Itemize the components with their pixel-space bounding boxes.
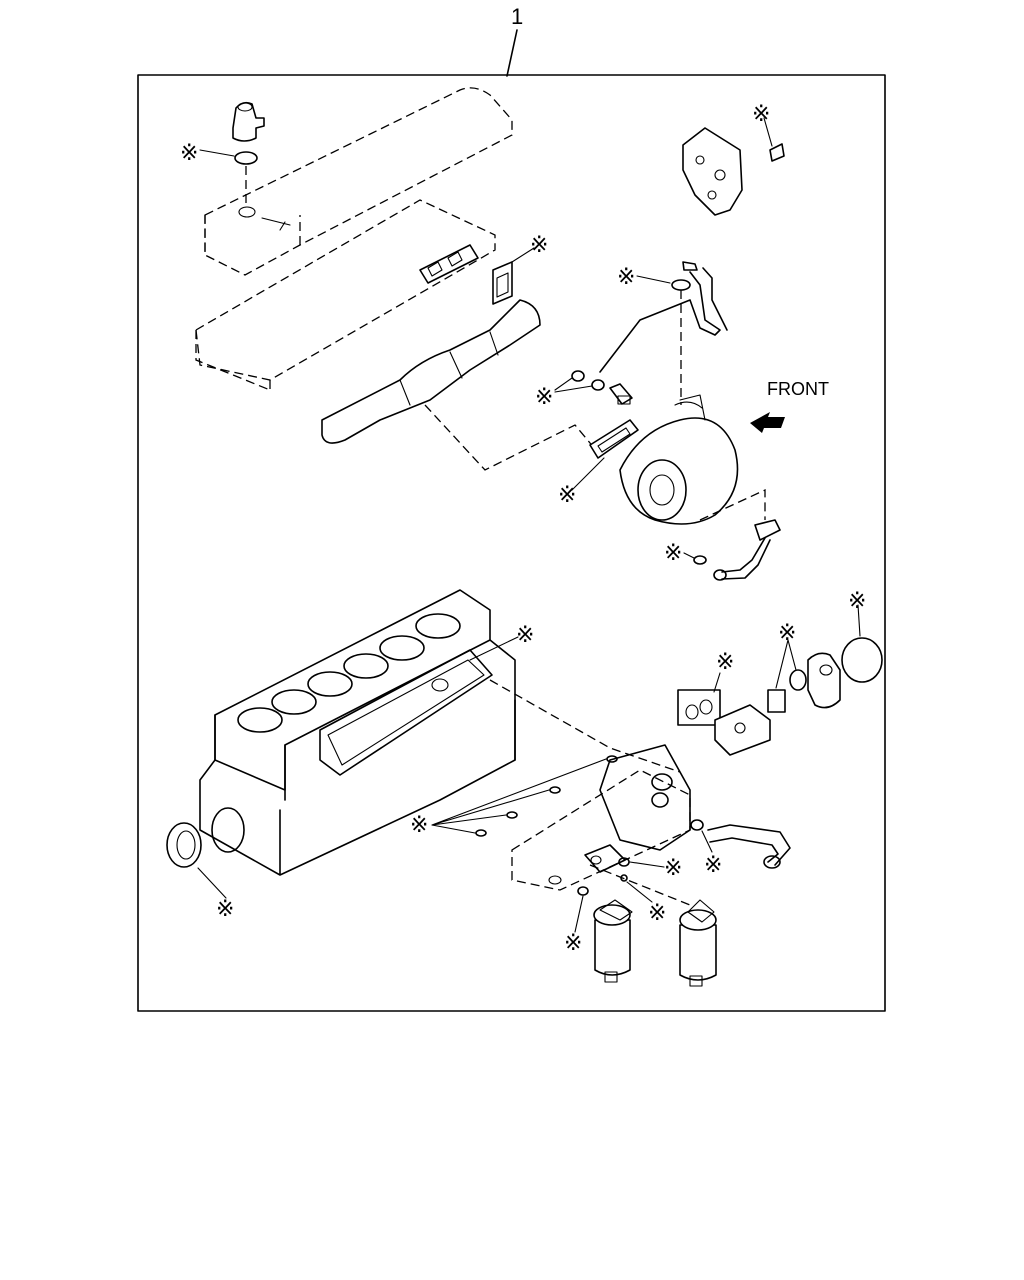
exhaust-port-gasket xyxy=(492,261,513,305)
exhaust-manifold xyxy=(321,299,541,444)
item-number: 1 xyxy=(511,4,523,29)
filter-dash-line xyxy=(589,864,691,906)
manifold-to-turbo-dash xyxy=(424,404,601,471)
gasket-to-cooler-dash xyxy=(489,679,681,773)
callout-filter-o-ring-2: ※ xyxy=(648,901,666,926)
cooler-o-ring-2 xyxy=(549,786,561,794)
callout-port-gasket: ※ xyxy=(530,233,548,258)
callout-oil-seal: ※ xyxy=(216,897,234,922)
callout-water-pipe-o-ring: ※ xyxy=(704,853,722,878)
oil-filter-1 xyxy=(593,899,633,983)
turbo-drain-dash xyxy=(699,488,766,521)
callout-cover-gasket: ※ xyxy=(716,650,734,675)
turbo-oil-feed-pipe xyxy=(599,261,728,373)
cooler-cover-gasket xyxy=(677,689,721,726)
breather-fitting xyxy=(232,101,265,142)
callout-filter-o-ring-1: ※ xyxy=(664,856,682,881)
leader-turbo-gasket xyxy=(571,457,605,491)
housing-bolt xyxy=(769,143,785,162)
intake-manifold-gasket xyxy=(419,244,479,284)
leader-oil-drain-o-ring xyxy=(683,552,695,559)
thermostat-o-ring xyxy=(789,669,807,691)
water-outlet-o-ring xyxy=(841,637,883,683)
callout-oil-feed-o-ring: ※ xyxy=(617,265,635,290)
callout-banjo-washers: ※ xyxy=(535,385,553,410)
callout-housing-bolt: ※ xyxy=(752,102,770,127)
item-leader-line xyxy=(506,29,518,77)
leader-oil-seal xyxy=(197,867,227,899)
turbo-inlet-gasket xyxy=(589,419,639,459)
thermostat-housing xyxy=(714,704,771,756)
leader-filter-o-ring-1 xyxy=(629,861,665,868)
cooler-water-pipe xyxy=(707,824,791,869)
leader-water-outlet-o-ring xyxy=(857,604,861,637)
leader-breather-o-ring xyxy=(199,149,235,157)
leader-port-gasket xyxy=(511,247,535,263)
leader-thermostat-seals xyxy=(775,639,797,689)
thermostat-gasket xyxy=(767,689,786,713)
banjo-bolt xyxy=(609,383,633,405)
valve-cover xyxy=(204,87,513,276)
turbo-oil-drain-pipe xyxy=(713,519,781,581)
filter-head-o-ring-1 xyxy=(618,857,630,867)
callout-head-gasket: ※ xyxy=(516,623,534,648)
leader-banjo-washers xyxy=(554,377,593,393)
cooler-o-ring-1 xyxy=(606,755,618,763)
oil-feed-o-ring xyxy=(671,279,691,291)
oil-filter-2 xyxy=(679,899,717,987)
cylinder-head xyxy=(195,199,496,391)
breather-o-ring xyxy=(234,151,258,165)
leader-oil-feed-o-ring xyxy=(636,275,671,284)
leader-housing-bolt xyxy=(763,117,773,147)
callout-water-outlet-o-ring: ※ xyxy=(848,589,866,614)
crankshaft-oil-seal xyxy=(166,822,202,868)
leader-cover-gasket xyxy=(713,672,721,693)
front-housing xyxy=(682,127,743,216)
oil-drain-o-ring xyxy=(693,555,707,565)
cooler-o-ring-3 xyxy=(506,811,518,819)
callout-cooler-o-rings: ※ xyxy=(410,813,428,838)
leader-water-pipe-o-ring xyxy=(701,830,713,853)
turbocharger xyxy=(619,394,739,525)
leader-head-gasket xyxy=(469,636,519,661)
leader-filter-o-ring-3 xyxy=(574,895,584,933)
banjo-washer-1 xyxy=(571,370,585,382)
banjo-washer-2 xyxy=(591,379,605,391)
front-arrow-icon xyxy=(750,412,785,433)
filter-head-o-ring-3 xyxy=(577,886,589,896)
callout-breather-o-ring: ※ xyxy=(180,141,198,166)
callout-oil-drain-o-ring: ※ xyxy=(664,541,682,566)
front-label: FRONT xyxy=(767,379,829,399)
water-outlet xyxy=(807,652,841,709)
callout-filter-o-ring-3: ※ xyxy=(564,931,582,956)
cylinder-block xyxy=(199,589,516,876)
callout-turbo-gasket: ※ xyxy=(558,483,576,508)
kit-frame xyxy=(137,74,886,1012)
water-pipe-o-ring xyxy=(690,819,704,831)
callout-thermostat-seals: ※ xyxy=(778,621,796,646)
leader-cooler-o-rings xyxy=(431,758,607,834)
oil-cooler-housing xyxy=(511,744,691,891)
cooler-o-ring-4 xyxy=(475,829,487,837)
leader-filter-o-ring-2 xyxy=(626,881,653,903)
head-gasket xyxy=(319,649,493,776)
